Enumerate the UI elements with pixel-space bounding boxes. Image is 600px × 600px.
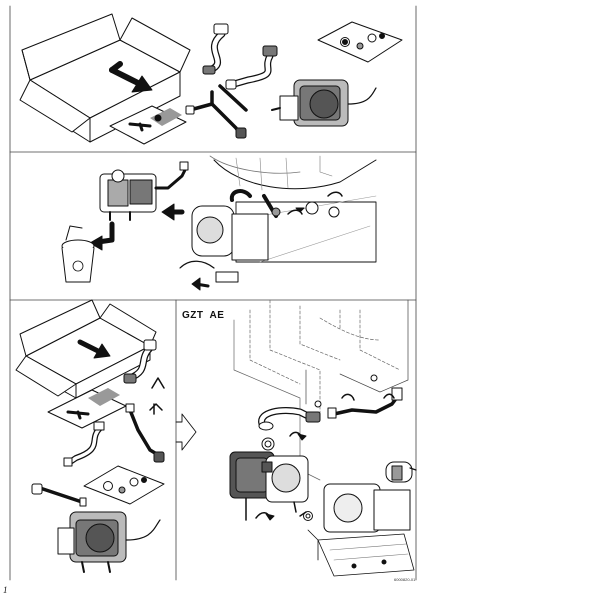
variant-label: GZT AE [182,310,230,321]
seal-bag-upper [317,21,403,63]
rigid-pipe-new [125,403,165,463]
panel-unpack [19,13,403,145]
variant-label-ae: AE [209,310,225,321]
boiler-assembly-lower [307,461,417,577]
arrow-out-of-box-lower [77,339,111,359]
pump-new [57,511,161,573]
recycling-bin [61,225,95,283]
flexible-hose-upper [202,23,229,75]
open-carton-lower [15,299,157,399]
seal-bag-lower [83,465,165,505]
panel-remove [61,155,377,291]
pipes-install [258,374,403,451]
boiler-assembly-upper [179,155,377,291]
drawing-code: 6000820-01 [394,577,416,582]
variant-label-gzt: GZT [182,310,204,321]
transition-arrow [175,413,197,451]
flexible-hose-new [123,339,157,384]
instruction-sheet [109,105,187,145]
panel-install [229,299,417,577]
arrow-to-bin [89,221,115,251]
panel-new-parts [15,299,197,573]
flexible-elbow-new [63,421,105,467]
rigid-pipe-upper [185,84,248,139]
flexible-hose-lower [225,45,278,90]
pump-upper [271,79,377,127]
seal-ring-install [303,511,313,521]
short-pipe-new [31,483,87,507]
panel-frames [9,5,417,581]
removed-pump [99,161,189,221]
arrow-out-of-box [109,61,153,93]
figure-number: 1 [3,585,8,595]
arrow-removal-direction [161,203,185,221]
instruction-sheet-lower [47,388,127,429]
pump-install [229,451,309,521]
clips-new [149,377,165,415]
